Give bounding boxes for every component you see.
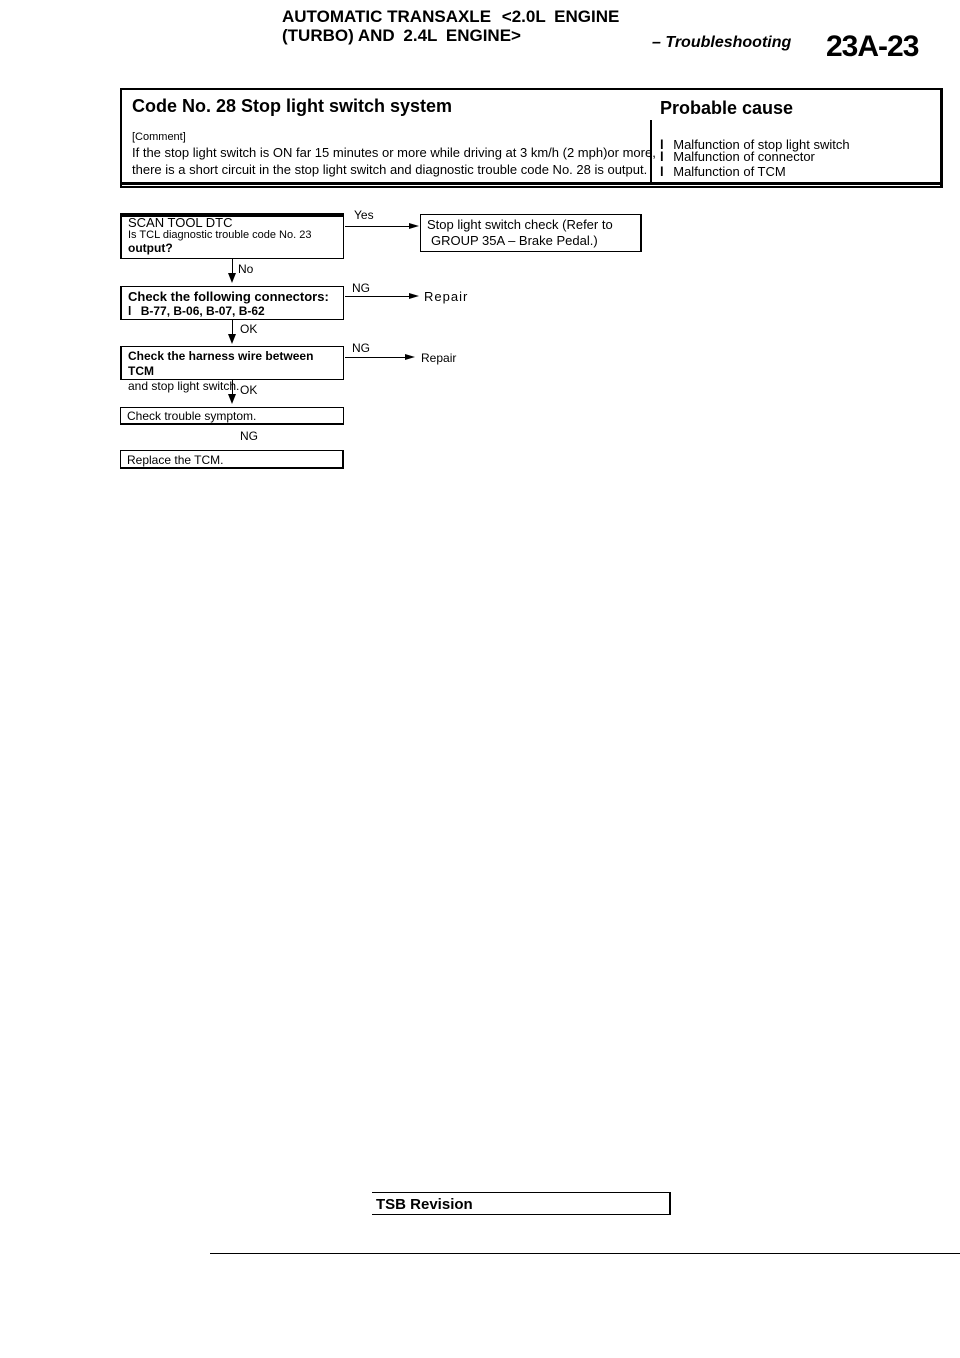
arrow-right-icon <box>405 354 415 360</box>
comment-label: [Comment] <box>132 131 186 143</box>
bullet: l <box>660 149 664 164</box>
step-heading: Check the following connectors: <box>128 289 329 304</box>
step-text: l B-77, B-06, B-07, B-62 <box>128 304 337 319</box>
step-text: Check trouble symptom. <box>127 409 257 423</box>
step-heading: SCAN TOOL DTC <box>128 215 233 230</box>
bullet: l <box>660 164 664 179</box>
ng-label: NG <box>352 341 370 355</box>
flow-step-scan-tool: SCAN TOOL DTC Is TCL diagnostic trouble … <box>120 213 344 259</box>
arrow-down-icon <box>228 273 236 283</box>
ok-label: OK <box>240 322 258 336</box>
cause-text: Malfunction of stop light switch <box>673 137 850 152</box>
flow-connector <box>345 296 411 297</box>
cause-item: l Malfunction of stop light switch <box>660 137 850 153</box>
ok-label: OK <box>240 383 258 397</box>
arrow-down-icon <box>228 334 236 344</box>
bullet: l <box>660 137 664 152</box>
cause-item: l Malfunction of connector <box>660 149 815 165</box>
comment-line-2: there is a short circuit in the stop lig… <box>132 162 648 177</box>
flow-step-check-connectors: Check the following connectors: l B-77, … <box>120 286 344 320</box>
divider <box>120 88 940 90</box>
connector-list: B-77, B-06, B-07, B-62 <box>140 304 265 318</box>
tsb-revision-label: TSB Revision <box>376 1196 473 1213</box>
repair-text: Repair <box>421 351 457 365</box>
divider <box>669 1192 671 1215</box>
arrow-right-icon <box>409 223 419 229</box>
result-text: GROUP 35A – Brake Pedal.) <box>431 233 598 248</box>
section-name: – Troubleshooting <box>652 34 792 51</box>
header-title-part: AUTOMATIC TRANSAXLE <box>282 7 492 26</box>
divider <box>372 1214 670 1215</box>
flow-step-check-symptom: Check trouble symptom. <box>120 407 344 425</box>
step-text: Replace the TCM. <box>127 453 224 467</box>
result-text: Stop light switch check (Refer to <box>427 217 613 232</box>
flow-connector <box>345 226 411 227</box>
flow-connector <box>232 380 233 394</box>
header-line-2: (TURBO) AND 2.4L ENGINE> <box>282 27 521 45</box>
flow-connector <box>232 320 233 334</box>
header-engine-label: ENGINE <box>554 7 620 26</box>
cause-text: Malfunction of connector <box>673 149 815 164</box>
ng-label: NG <box>352 281 370 295</box>
step-text: output? <box>128 241 173 255</box>
step-heading: Check the harness wire between TCM <box>128 349 314 378</box>
step-text: Is TCL diagnostic trouble code No. 23 <box>128 229 312 241</box>
header-title-part: (TURBO) AND <box>282 26 395 45</box>
repair-text: Repair <box>424 289 469 304</box>
header-engine-spec: <2.0L <box>501 7 546 26</box>
header-engine-spec: 2.4L <box>403 26 438 45</box>
divider <box>372 1192 670 1193</box>
divider <box>650 120 652 184</box>
bullet: l <box>128 304 132 318</box>
yes-label: Yes <box>354 208 374 222</box>
arrow-down-icon <box>228 394 236 404</box>
flow-step-check-harness: Check the harness wire between TCM and s… <box>120 346 344 393</box>
step-text: and stop light switch. <box>128 379 240 393</box>
cause-item: l Malfunction of TCM <box>660 164 786 180</box>
header-line-1: AUTOMATIC TRANSAXLE <2.0L ENGINE <box>282 8 619 26</box>
arrow-right-icon <box>409 293 419 299</box>
flow-step-replace-tcm: Replace the TCM. <box>120 450 344 469</box>
probable-cause-title: Probable cause <box>660 98 794 118</box>
flow-connector <box>232 259 233 273</box>
flow-result-stop-light-check: Stop light switch check (Refer to GROUP … <box>420 214 642 252</box>
code-title: Code No. 28 Stop light switch system <box>132 96 453 116</box>
flow-connector <box>345 357 407 358</box>
divider <box>210 1253 960 1254</box>
cause-text: Malfunction of TCM <box>673 164 786 179</box>
comment-line-1: If the stop light switch is ON far 15 mi… <box>132 145 656 160</box>
ng-label: NG <box>240 429 258 443</box>
header-engine-label: ENGINE> <box>445 26 521 45</box>
divider <box>120 182 940 185</box>
page-code: 23A-23 <box>826 30 919 63</box>
no-label: No <box>238 262 254 276</box>
